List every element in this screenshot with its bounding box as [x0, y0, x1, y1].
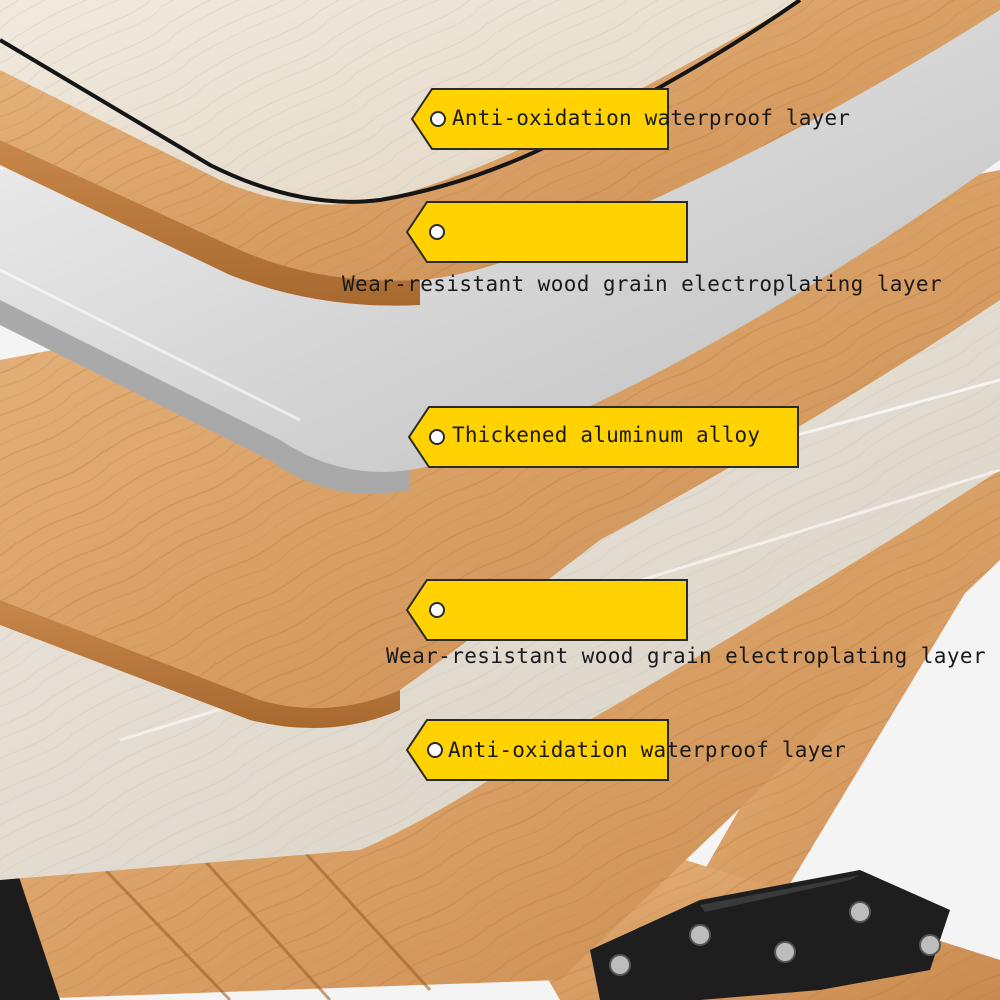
- label-tag-2: [405, 200, 689, 264]
- label-tag-5: [405, 718, 670, 782]
- hinge-bracket: [590, 870, 950, 1000]
- tag-shape-icon: [405, 719, 669, 781]
- label-tag-1: [410, 87, 670, 151]
- tag-shape-icon: [405, 201, 688, 263]
- tag-shape-icon: [410, 88, 669, 150]
- label-tag-3: [407, 405, 800, 469]
- top-surface-layer: [0, 0, 802, 205]
- tag-shape-icon: [405, 579, 688, 641]
- label-text-2: Wear-resistant wood grain electroplating…: [342, 272, 942, 296]
- tag-shape-icon: [407, 406, 799, 468]
- label-tag-4: [405, 578, 689, 642]
- label-text-3: Thickened aluminum alloy: [452, 423, 761, 447]
- label-text-4: Wear-resistant wood grain electroplating…: [386, 644, 986, 668]
- label-text-5: Anti-oxidation waterproof layer: [448, 738, 847, 762]
- label-text-1: Anti-oxidation waterproof layer: [452, 106, 851, 130]
